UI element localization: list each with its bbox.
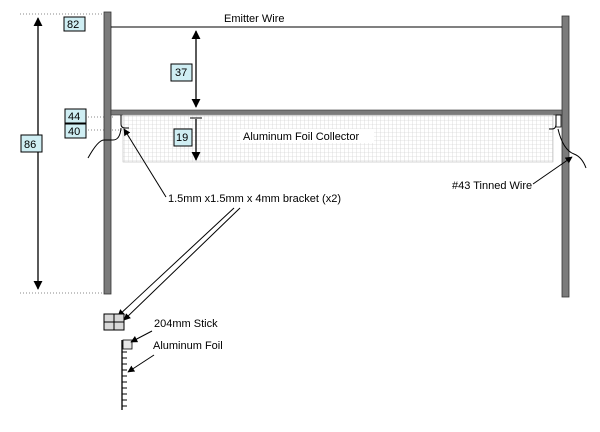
stick-top-bracket (122, 339, 133, 350)
collector-label-background (240, 129, 374, 143)
emitter-wire-label: Emitter Wire (224, 13, 285, 25)
dimension-37-box: 37 (170, 63, 193, 82)
dimension-82-box: 82 (63, 16, 86, 32)
bracket-detail-arrow-1 (117, 207, 235, 317)
bracket-label: 1.5mm x1.5mm x 4mm bracket (x2) (168, 193, 341, 205)
left-tinned-wire (87, 127, 122, 159)
tinned-wire-callout-arrow (532, 156, 573, 185)
dimension-40-value: 40 (68, 126, 80, 138)
left-bracket (120, 115, 129, 129)
dimension-44-value: 44 (68, 111, 80, 123)
bracket-cross-section (103, 313, 125, 331)
dimension-86-box: 86 (20, 134, 43, 153)
right-bracket-clip (555, 114, 562, 128)
bracket-detail-arrow-2 (123, 207, 241, 321)
bracket-callout-arrow (123, 128, 167, 198)
dimension-19-box: 19 (173, 128, 193, 147)
stick-callout-arrow (130, 330, 153, 343)
dimension-37-value: 37 (175, 67, 187, 79)
dimension-40-box: 40 (64, 123, 87, 139)
right-tinned-wire (557, 128, 587, 169)
foil-ticks (122, 345, 127, 407)
dimension-19-value: 19 (176, 132, 188, 144)
tinned-wire-label: #43 Tinned Wire (452, 180, 532, 192)
dimension-86-value: 86 (24, 139, 36, 151)
collector-label: Aluminum Foil Collector (243, 131, 359, 143)
foil-label: Aluminum Foil (153, 340, 223, 352)
dimension-44-box: 44 (64, 108, 87, 124)
foil-callout-arrow (127, 354, 155, 373)
left-post (103, 11, 112, 295)
right-post (561, 15, 570, 298)
dimension-82-value: 82 (67, 19, 79, 31)
stick-label: 204mm Stick (154, 318, 218, 330)
collector-top-rail (110, 109, 563, 116)
